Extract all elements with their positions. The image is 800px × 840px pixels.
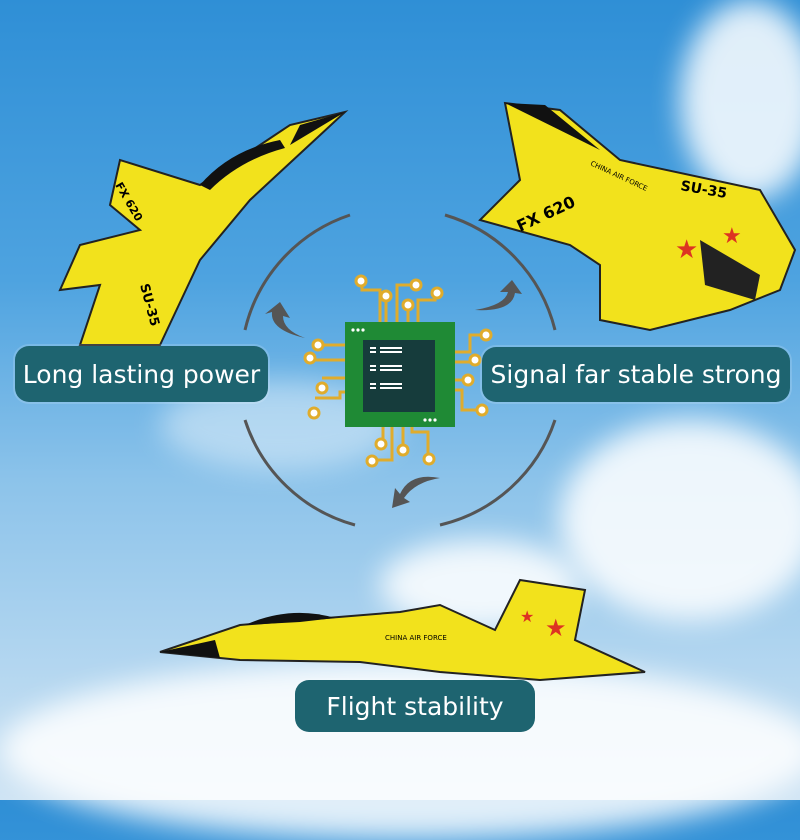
cloud (680, 0, 800, 200)
feature-label-signal: Signal far stable strong (482, 347, 790, 402)
plane-marking: CHINA AIR FORCE (385, 634, 447, 642)
star-icon: ★ (520, 607, 534, 626)
chip-icon (303, 274, 493, 468)
feature-label-text: Long lasting power (22, 359, 261, 389)
feature-label-stability: Flight stability (295, 680, 535, 732)
cloud (560, 420, 800, 620)
plane-top-left: FX 620 SU-35 (58, 110, 349, 346)
plane-top-right: FX 620 SU-35 CHINA AIR FORCE ★ ★ (478, 101, 797, 332)
star-icon: ★ (545, 614, 567, 642)
plane-marking: SU-35 (679, 178, 728, 202)
feature-label-text: Signal far stable strong (490, 360, 782, 389)
feature-label-text: Flight stability (326, 691, 504, 721)
star-icon: ★ (675, 235, 698, 265)
plane-bottom: ★ ★ CHINA AIR FORCE (159, 578, 646, 682)
rotation-arrow-icons (265, 280, 522, 508)
star-icon: ★ (722, 224, 742, 249)
feature-label-power: Long lasting power (15, 346, 268, 402)
rotation-circle (243, 213, 557, 527)
illustration: FX 620 SU-35 FX 620 SU-35 CHINA AIR FORC… (58, 101, 797, 682)
